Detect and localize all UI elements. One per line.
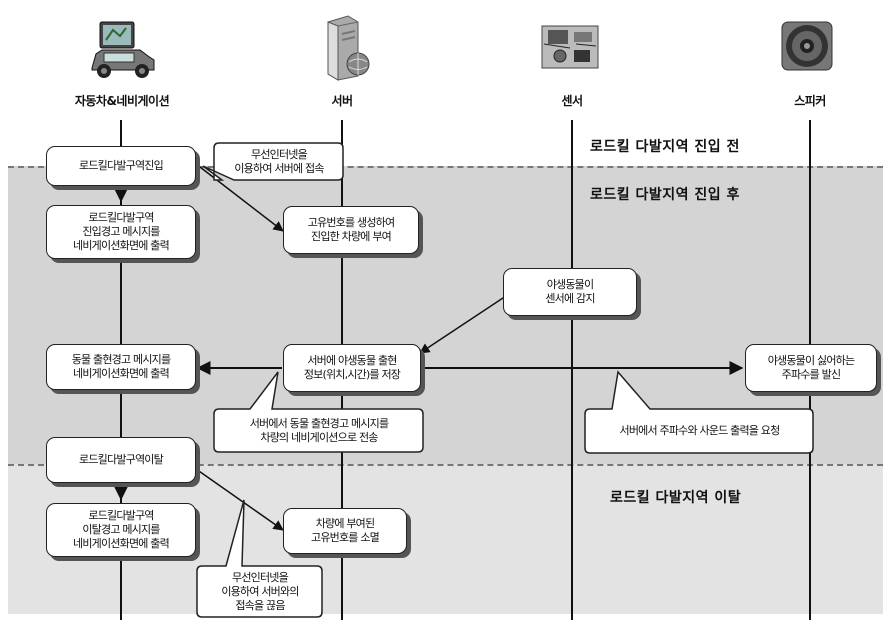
car-navigation-icon (88, 20, 158, 86)
phase-label-before: 로드킬 다발지역 진입 전 (590, 139, 740, 155)
callout-disconnect: 무선인터넷을 이용하여 서버와의 접속을 끊음 (221, 570, 299, 612)
server-icon (318, 14, 374, 86)
box-enter-zone: 로드킬다발구역진입 (46, 146, 196, 186)
callout-connect-shape (202, 142, 344, 181)
sensor-board-icon (540, 24, 600, 74)
actor-label-server: 서버 (331, 94, 353, 108)
box-server-store: 서버에 야생동물 출현 정보(위치,시간)를 저장 (283, 344, 421, 392)
box-sensor-detect: 야생동물이 센서에 감지 (503, 268, 637, 316)
box-exit-warning: 로드킬다발구역 이탈경고 메시지를 네비게이션화면에 출력 (46, 503, 196, 557)
arrow-exit-to-server (195, 468, 284, 531)
speaker-icon (778, 18, 838, 78)
phase-divider-entry (8, 166, 883, 168)
arrow-sensor-to-server (419, 289, 516, 354)
callout-request-shape (584, 370, 814, 454)
box-animal-warning: 동물 출현경고 메시지를 네비게이션화면에 출력 (46, 344, 196, 390)
callout-send-warning: 서버에서 동물 출현경고 메시지를 차량의 네비게이션으로 전송 (249, 416, 389, 444)
actor-label-speaker: 스피커 (794, 94, 826, 108)
actor-label-sensor: 센서 (561, 94, 583, 108)
callout-connect: 무선인터넷을 이용하여 서버에 접속 (234, 147, 324, 175)
box-delete-id: 차량에 부여된 고유번호를 소멸 (283, 508, 407, 554)
callout-request-sound: 서버에서 주파수와 사운드 출력을 요청 (619, 424, 781, 437)
box-enter-warning: 로드킬다발구역 진입경고 메시지를 네비게이션화면에 출력 (46, 205, 196, 259)
phase-divider-exit (8, 464, 883, 466)
box-assign-id: 고유번호를 생성하여 진입한 차량에 부여 (283, 206, 419, 254)
callout-disconnect-shape (196, 499, 323, 618)
box-speaker-frequency: 야생동물이 싫어하는 주파수를 발신 (745, 344, 877, 392)
phase-label-after: 로드킬 다발지역 진입 후 (590, 187, 740, 203)
actor-label-car: 자동차&네비게이션 (74, 94, 170, 108)
callout-send-shape (213, 371, 424, 453)
phase-label-leave: 로드킬 다발지역 이탈 (610, 490, 742, 506)
box-exit-zone: 로드킬다발구역이탈 (46, 437, 196, 483)
lifeline-sensor (571, 120, 573, 620)
